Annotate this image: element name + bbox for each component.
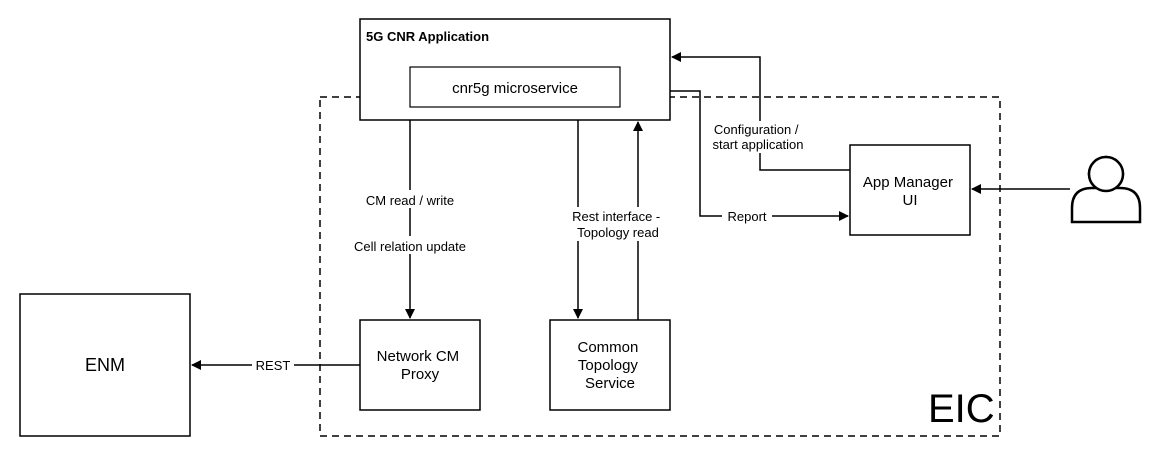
- user-icon: [1070, 155, 1142, 224]
- edge-label-configuration: Configuration / start application: [712, 122, 803, 152]
- microservice-box: [409, 66, 621, 108]
- edge-report: [670, 90, 849, 221]
- edge-label-report: Report: [727, 209, 766, 224]
- app-title: 5G CNR Application: [366, 29, 489, 44]
- enm-label: ENM: [85, 355, 125, 375]
- common-topology-box: [549, 319, 671, 411]
- edge-label-bg: [252, 357, 294, 374]
- app-manager-label: App Manager UI: [863, 174, 957, 209]
- network-cm-proxy-box: [359, 319, 481, 411]
- edge-label-bg: [722, 208, 772, 225]
- microservice-label: cnr5g microservice: [452, 80, 578, 97]
- edge-label-bg: [708, 121, 814, 153]
- eic-label: EIC: [928, 387, 995, 431]
- edge-label-rest-interface: Rest interface - Topology read: [572, 209, 664, 240]
- edge-label-bg: [352, 190, 468, 208]
- edge-label-cm-read-write: CM read / write: [366, 193, 454, 208]
- edge-label-rest: REST: [256, 358, 291, 373]
- common-topology-label: Common Topology Service: [577, 339, 642, 392]
- enm-box: [19, 293, 191, 437]
- edge-configuration: [671, 52, 850, 171]
- edge-label-bg: [568, 207, 668, 241]
- edge-label-cell-relation: Cell relation update: [354, 239, 466, 254]
- network-cm-proxy-label: Network CM Proxy: [377, 348, 464, 383]
- edge-label-bg: [345, 236, 475, 254]
- app-manager-box: [849, 144, 971, 236]
